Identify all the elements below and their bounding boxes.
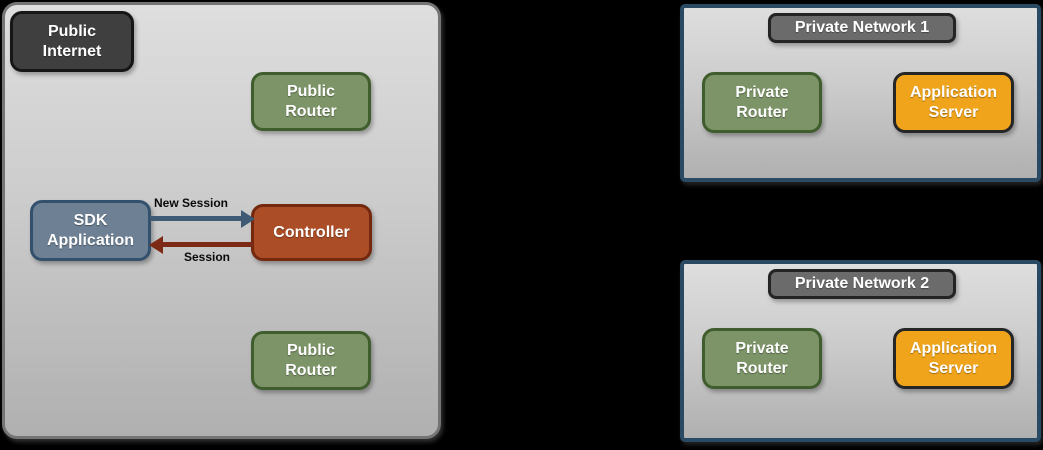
private-network-1-server-node: Application Server	[893, 72, 1014, 133]
public-router-bottom-node: Public Router	[251, 331, 371, 390]
public-internet-zone: Public Internet Public Router SDK Applic…	[2, 2, 441, 439]
controller-node: Controller	[251, 204, 372, 261]
private-network-1-zone: Private Network 1 Private Router Applica…	[680, 4, 1041, 182]
private-network-2-router-node: Private Router	[702, 328, 822, 389]
session-arrow-head-icon	[149, 236, 163, 254]
new-session-arrow-line	[150, 216, 242, 221]
public-internet-label: Public Internet	[10, 11, 134, 72]
new-session-arrow-head-icon	[241, 210, 255, 228]
sdk-application-node: SDK Application	[30, 200, 151, 261]
new-session-arrow-label: New Session	[153, 196, 229, 210]
session-arrow-label: Session	[183, 250, 231, 264]
private-network-2-title: Private Network 2	[768, 269, 956, 299]
private-network-1-title: Private Network 1	[768, 13, 956, 43]
public-router-top-node: Public Router	[251, 72, 371, 131]
private-network-2-server-node: Application Server	[893, 328, 1014, 389]
private-network-2-zone: Private Network 2 Private Router Applica…	[680, 260, 1041, 442]
session-arrow-line	[163, 242, 253, 247]
private-network-1-router-node: Private Router	[702, 72, 822, 133]
